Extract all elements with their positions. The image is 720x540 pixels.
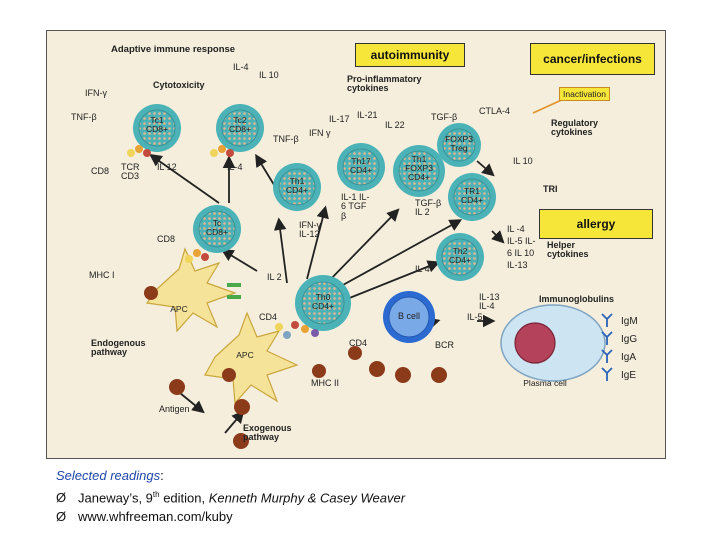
- reading-1-title: Janeway’s, 9: [78, 490, 153, 506]
- plasma-cell-nucleus: [514, 322, 556, 364]
- label-cd4-mid: CD4: [349, 338, 368, 348]
- label-il2: IL 2: [267, 272, 282, 282]
- label-helper-list: IL -4 IL-5 IL-6 IL 10 IL-13: [507, 224, 536, 270]
- cell-th1-foxp3: Th1 FOXP3 CD4+: [405, 154, 433, 182]
- antigen-particles: [144, 286, 447, 449]
- immunoglobulins-label: Immunoglobulins: [539, 294, 614, 304]
- endogenous-label: Endogenous pathway: [91, 338, 146, 358]
- label-il10-right: IL 10: [513, 156, 533, 166]
- cell-th1: Th1 CD4+: [286, 176, 308, 195]
- label-il21: IL-21: [357, 110, 378, 120]
- label-ifng-il12: IFN-γ IL-12: [299, 220, 321, 240]
- bullet-arrow-icon: Ø: [56, 509, 67, 525]
- label-cd8-left: CD8: [91, 166, 110, 176]
- label-tnfb-left: TNF-β: [71, 112, 97, 122]
- receptor-beads: [127, 145, 319, 339]
- cytotoxicity-label: Cytotoxicity: [153, 80, 205, 90]
- label-antigen: Antigen: [159, 404, 190, 414]
- label-cd4-left: CD4: [259, 312, 278, 322]
- label-tgfb: TGF-β: [431, 112, 458, 122]
- cell-th2: Th2 CD4+: [449, 246, 471, 265]
- label-il4-center: IL 4: [415, 264, 430, 274]
- immunoglobulin-shapes: [601, 313, 613, 381]
- cell-th0: Th0 CD4+: [312, 292, 334, 311]
- readings-colon: :: [160, 468, 164, 483]
- label-igm: IgM: [621, 316, 638, 327]
- regulatory-label: Regulatory cytokines: [551, 118, 599, 138]
- label-il10-top: IL 10: [259, 70, 279, 80]
- immune-response-diagram: Adaptive immune response autoimmunity ca…: [46, 30, 666, 459]
- reading-1-edition: edition,: [159, 490, 209, 506]
- exogenous-label: Exogenous pathway: [243, 423, 292, 443]
- label-ifng-mid: IFN γ: [309, 128, 331, 138]
- helper-label: Helper cytokines: [547, 240, 589, 260]
- label-ifng-left: IFN-γ: [85, 88, 107, 98]
- label-ige: IgE: [621, 370, 637, 381]
- apc-cell-1: [145, 247, 237, 333]
- label-tgfb-il2: TGF-β IL 2: [415, 198, 442, 218]
- bullet-arrow-icon: Ø: [56, 490, 67, 506]
- label-mhc1: MHC I: [89, 270, 115, 280]
- reading-1-sup: th: [152, 490, 160, 499]
- cell-apc-2: APC: [236, 350, 254, 360]
- cell-tc1: Tc1 CD8+: [146, 115, 168, 134]
- label-il1-group: IL-1 IL-6 TGF β: [341, 192, 370, 221]
- autoimmunity-tag: autoimmunity: [355, 43, 465, 67]
- label-tnfb-mid: TNF-β: [273, 134, 299, 144]
- reading-2-url: www.whfreeman.com/kuby: [78, 509, 233, 525]
- label-iga: IgA: [621, 352, 637, 363]
- diagram-title: Adaptive immune response: [111, 44, 236, 55]
- cell-apc-1: APC: [170, 304, 188, 314]
- label-tcr-cd3: TCR CD3: [121, 162, 140, 182]
- label-ctla4: CTLA-4: [479, 106, 511, 116]
- reading-item-1: Ø Janeway’s, 9th edition, Kenneth Murphy …: [56, 485, 405, 507]
- cancer-infections-tag: cancer/infections: [530, 43, 655, 75]
- readings-heading-line: Selected readings:: [56, 466, 405, 485]
- label-il4-top: IL-4: [233, 62, 249, 72]
- proinflammatory-label: Pro-inflammatory cytokines: [347, 74, 422, 94]
- allergy-tag: allergy: [539, 209, 653, 239]
- label-il5: IL-5: [467, 312, 483, 322]
- apc-cell-2: [204, 311, 299, 405]
- selected-readings: Selected readings: Ø Janeway’s, 9th editi…: [56, 466, 405, 526]
- t-cells: [133, 104, 496, 343]
- label-mhc2: MHC II: [311, 378, 339, 388]
- inactivation-label: Inactivation: [559, 87, 610, 101]
- cell-tc2: Tc2 CD8+: [229, 115, 251, 134]
- label-igg: IgG: [621, 334, 638, 345]
- label-il17: IL-17: [329, 114, 350, 124]
- label-cd8-mid: CD8: [157, 234, 176, 244]
- label-il12: IL 12: [157, 162, 177, 172]
- cell-tr1: TR1 CD4+: [461, 186, 483, 205]
- cell-bcell: B cell: [397, 311, 420, 321]
- label-bcr: BCR: [435, 340, 455, 350]
- label-il13-il4: IL-13 IL-4: [479, 292, 500, 312]
- cell-th17: Th17 CD4+: [350, 156, 372, 175]
- cell-foxp3-treg: FOXP3 Treg: [445, 134, 473, 153]
- label-il4-mid: IL-4: [227, 162, 243, 172]
- diagram-graphics: [127, 91, 613, 449]
- reading-1-authors: Kenneth Murphy & Casey Weaver: [208, 490, 406, 506]
- label-il22: IL 22: [385, 120, 405, 130]
- readings-heading: Selected readings: [56, 468, 161, 483]
- cell-plasma: Plasma cell: [523, 378, 567, 388]
- label-tri: TRI: [543, 184, 558, 194]
- cell-tc: Tc CD8+: [206, 218, 228, 237]
